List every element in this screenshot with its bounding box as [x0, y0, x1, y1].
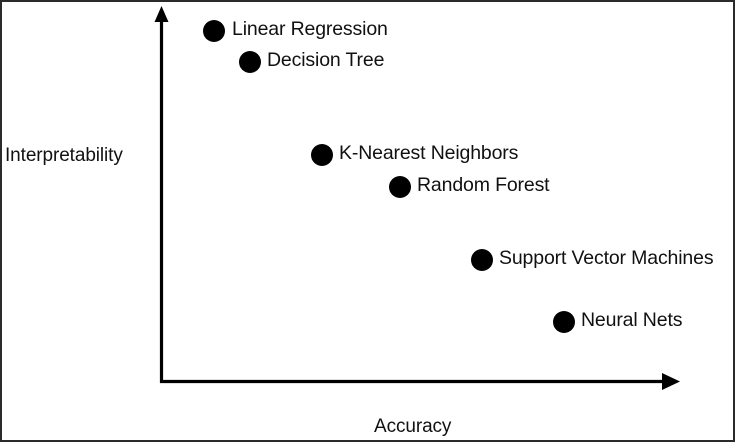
data-point-label: Neural Nets: [581, 309, 683, 331]
data-point-label: K-Nearest Neighbors: [339, 142, 519, 164]
axes-group: [154, 6, 680, 390]
x-axis-title: Accuracy: [374, 416, 452, 437]
data-point-marker: [553, 311, 575, 333]
data-points-group: [203, 20, 575, 333]
data-point-label: Linear Regression: [232, 18, 388, 40]
data-point-marker: [471, 249, 493, 271]
data-point-marker: [389, 176, 411, 198]
data-point-label: Random Forest: [417, 174, 550, 196]
y-axis-arrowhead: [154, 6, 169, 22]
data-point-label: Decision Tree: [267, 49, 385, 71]
data-point-label: Support Vector Machines: [499, 247, 714, 269]
data-point-marker: [203, 20, 225, 42]
y-axis-title: Interpretability: [5, 145, 123, 166]
data-point-marker: [311, 144, 333, 166]
x-axis-arrowhead: [662, 373, 680, 390]
data-point-marker: [239, 51, 261, 73]
